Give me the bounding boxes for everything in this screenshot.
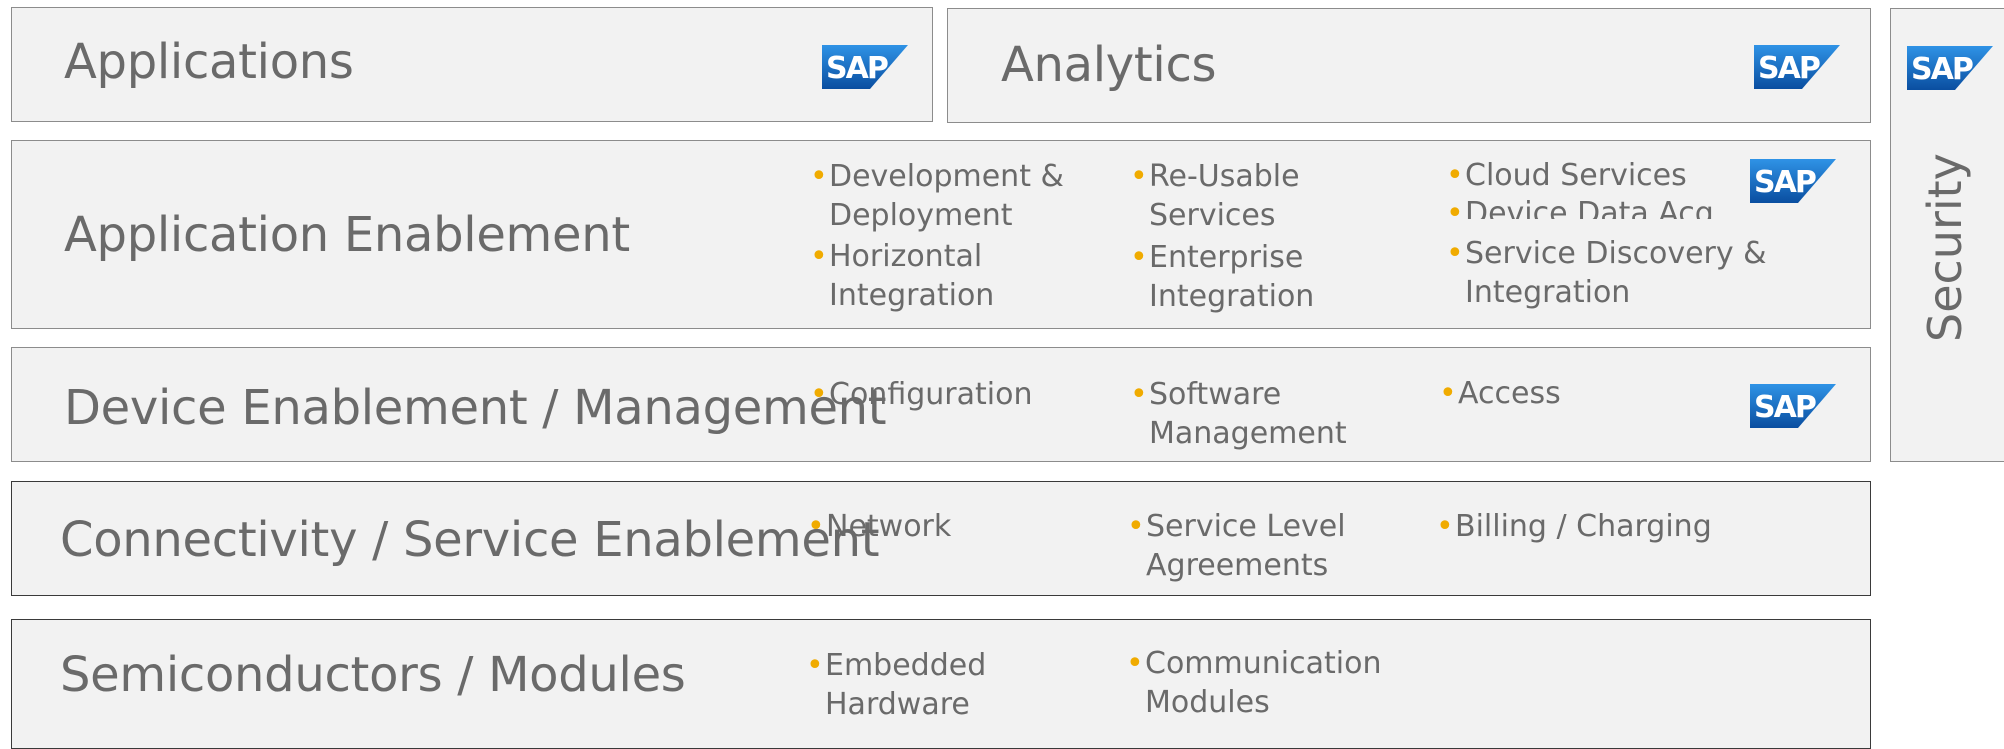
applications-title: Applications <box>64 34 354 90</box>
sap-logo-text: SAP <box>1911 52 1973 87</box>
list-item: • Cloud Services <box>1446 158 1687 193</box>
application-enablement-layer: Application Enablement • Development & D… <box>11 140 1871 329</box>
list-item: • Service Level Agreements <box>1127 509 1346 583</box>
list-item: • Communication Modules <box>1126 646 1382 720</box>
sap-logo-text: SAP <box>1758 51 1820 86</box>
list-item: • Service Discovery & Integration <box>1446 236 1767 310</box>
sap-logo-icon: SAP <box>822 45 908 89</box>
sap-logo-icon: SAP <box>1754 45 1840 89</box>
list-item: • Embedded Hardware <box>806 648 987 722</box>
application-enablement-title: Application Enablement <box>64 207 630 263</box>
device-enablement-layer: Device Enablement / Management • Configu… <box>11 347 1871 462</box>
list-item: • Horizontal Integration <box>810 239 995 313</box>
list-item: • Re-Usable Services <box>1130 159 1300 233</box>
list-item: • Enterprise Integration <box>1130 240 1315 314</box>
list-item: • Configuration <box>810 377 1033 412</box>
security-layer: SAP Security <box>1890 8 2004 462</box>
analytics-title: Analytics <box>1001 37 1217 93</box>
sap-logo-icon: SAP <box>1750 159 1836 203</box>
device-enablement-title: Device Enablement / Management <box>64 380 887 436</box>
list-item: • Software Management <box>1130 377 1347 451</box>
list-item: • Development & Deployment <box>810 159 1064 233</box>
security-title: Security <box>1918 153 1972 342</box>
sap-logo-icon: SAP <box>1750 384 1836 428</box>
connectivity-layer: Connectivity / Service Enablement • Netw… <box>11 481 1871 596</box>
sap-logo-icon: SAP <box>1907 46 1993 90</box>
sap-logo-text: SAP <box>1754 165 1816 200</box>
list-item: • Access <box>1439 376 1561 411</box>
semiconductors-title: Semiconductors / Modules <box>60 647 686 703</box>
list-item: • Device Data Acq. <box>1446 196 1724 219</box>
semiconductors-layer: Semiconductors / Modules • Embedded Hard… <box>11 619 1871 749</box>
list-item: • Billing / Charging <box>1436 509 1712 544</box>
analytics-layer: Analytics SAP <box>947 8 1871 123</box>
sap-logo-text: SAP <box>1754 390 1816 425</box>
applications-layer: Applications SAP <box>11 7 933 122</box>
connectivity-title: Connectivity / Service Enablement <box>60 512 880 568</box>
sap-logo-text: SAP <box>826 51 888 86</box>
list-item: • Network <box>807 509 952 544</box>
